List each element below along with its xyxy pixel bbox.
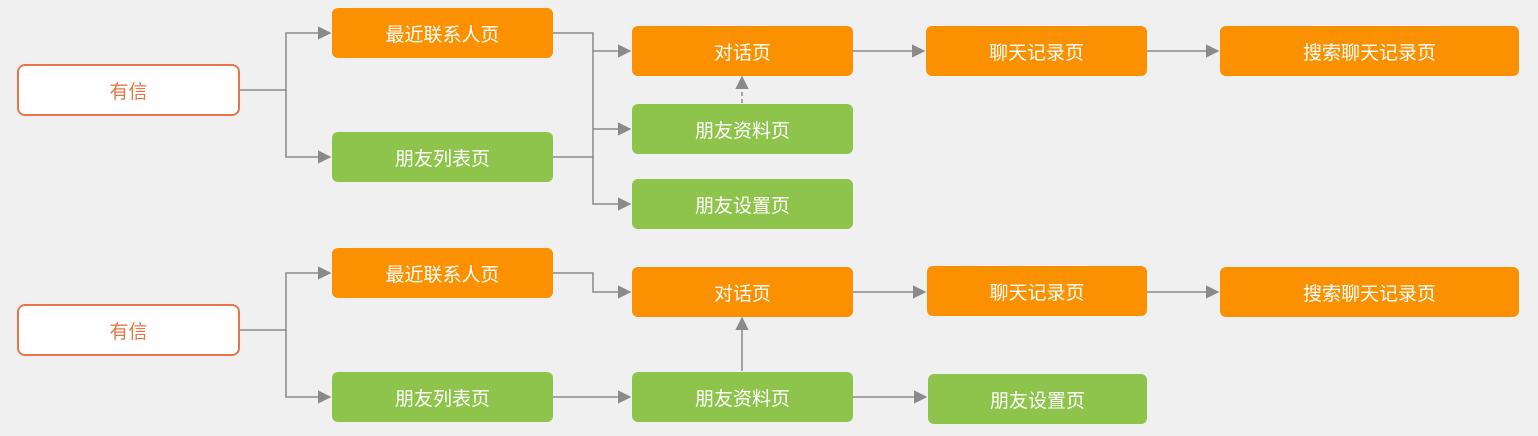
friend-list-node-top: 朋友列表页 (332, 132, 553, 182)
connector-root-to-friends-top (285, 90, 332, 164)
connector-recent-to-chat-top (553, 32, 632, 58)
connector-root-to-recent-top (240, 26, 332, 91)
root-node-top: 有信 (17, 64, 240, 116)
connector-root-to-recent-bottom (240, 266, 332, 331)
search-chat-history-node-bottom: 搜索聊天记录页 (1220, 267, 1519, 317)
friend-settings-node-top: 朋友设置页 (632, 179, 853, 229)
root-node-bottom: 有信 (17, 304, 240, 356)
connector-root-to-friends-bottom (285, 330, 332, 404)
connector-friends-to-settings-top (592, 157, 632, 211)
friend-profile-node-top: 朋友资料页 (632, 104, 853, 154)
friend-list-node-bottom: 朋友列表页 (332, 372, 553, 422)
chat-node-top: 对话页 (632, 26, 853, 76)
recent-contacts-node-top: 最近联系人页 (332, 8, 553, 58)
connector-friends-to-chat-top (553, 51, 594, 158)
friend-profile-node-bottom: 朋友资料页 (632, 372, 853, 422)
recent-contacts-node-bottom: 最近联系人页 (332, 248, 553, 298)
chat-history-node-top: 聊天记录页 (926, 26, 1147, 76)
chat-node-bottom: 对话页 (632, 267, 853, 317)
friend-settings-node-bottom: 朋友设置页 (928, 374, 1147, 424)
search-chat-history-node-top: 搜索聊天记录页 (1220, 26, 1519, 76)
connector-recent-to-chat-bottom (553, 272, 632, 299)
chat-history-node-bottom: 聊天记录页 (927, 266, 1147, 316)
